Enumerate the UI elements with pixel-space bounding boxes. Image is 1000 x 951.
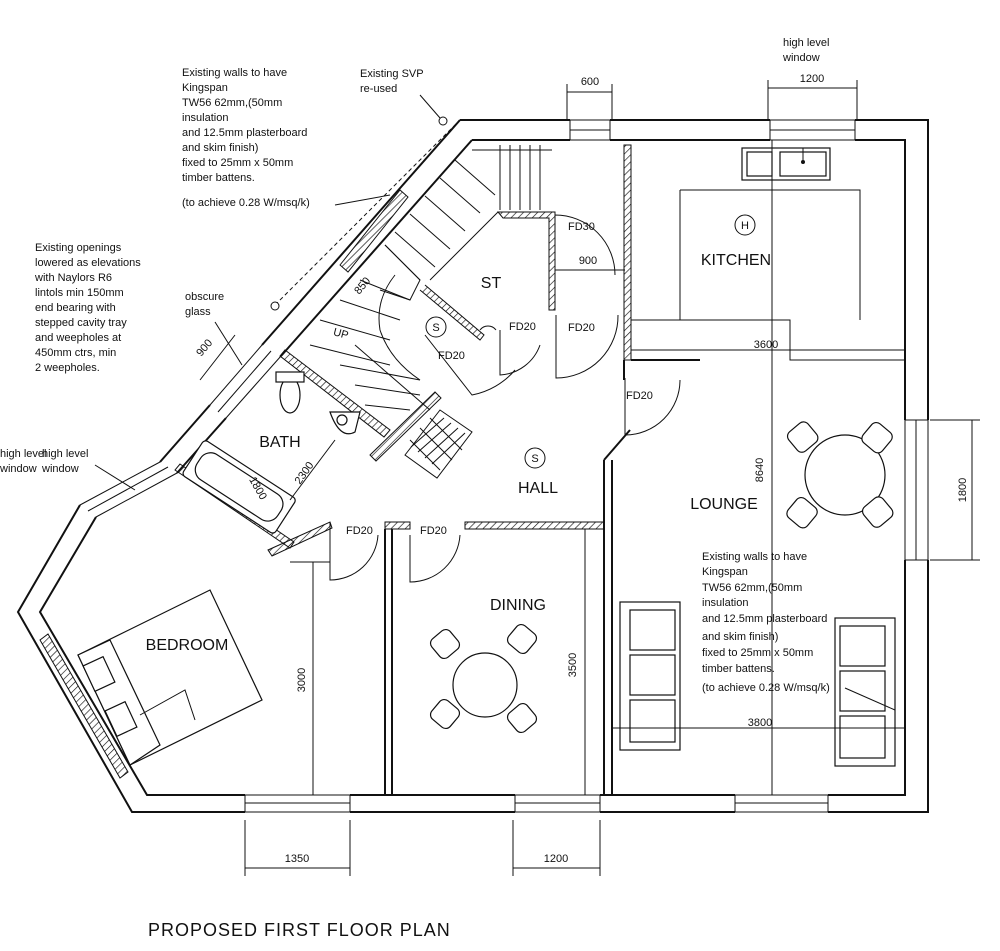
note-left-line: and weepholes at [35, 332, 121, 344]
heater-symbol: H [741, 220, 749, 232]
room-kitchen: KITCHEN [701, 252, 771, 269]
dim-1200-bottom: 1200 [544, 853, 568, 865]
room-bedroom: BEDROOM [146, 637, 229, 654]
door-labels: FD30 FD20 FD20 FD20 FD20 FD20 FD20 [346, 221, 653, 537]
note-right: Existing walls to have Kingspan TW56 62m… [702, 551, 830, 694]
note-top-line: insulation [182, 112, 228, 124]
smoke-alarm-1-circle [425, 316, 447, 338]
room-bath: BATH [259, 434, 300, 451]
note-top-line: and 12.5mm plasterboard [182, 127, 307, 139]
kitchen-fixtures [741, 147, 831, 181]
insulation-strip-bedroom [39, 633, 129, 779]
dining-furniture [429, 623, 538, 734]
room-dining: DINING [490, 597, 546, 614]
note-top-line: Kingspan [182, 82, 228, 94]
stair-landing-steps [404, 409, 473, 479]
note-right-line: and skim finish) [702, 631, 778, 643]
room-st: ST [481, 275, 502, 292]
note-top-line: fixed to 25mm x 50mm [182, 157, 293, 169]
bedroom-furniture [77, 589, 263, 766]
note-top: Existing walls to have Kingspan TW56 62m… [182, 67, 310, 209]
dim-1200-top: 1200 [800, 73, 824, 85]
dim-8640: 8640 [754, 458, 766, 482]
label-high-level-window-top-1: high level [783, 37, 829, 49]
note-right-line: (to achieve 0.28 W/msq/k) [702, 682, 830, 694]
svp-marker-2 [270, 301, 280, 311]
dim-900-window: 900 [194, 337, 215, 359]
door-fd20-kitchen: FD20 [568, 322, 595, 334]
note-left-line: 2 weepholes. [35, 362, 100, 374]
label-re-used: re-used [360, 83, 397, 95]
dim-1350: 1350 [285, 853, 309, 865]
stair-up-label: UP [332, 326, 350, 342]
dim-3800: 3800 [748, 717, 772, 729]
note-left-line: end bearing with [35, 302, 116, 314]
bathroom-fixtures [182, 371, 361, 534]
note-right-line: fixed to 25mm x 50mm [702, 647, 813, 659]
door-fd20-st: FD20 [509, 321, 536, 333]
note-right-line: and 12.5mm plasterboard [702, 613, 827, 625]
symbols: H S S UP [270, 116, 756, 469]
heater-symbol-circle [734, 214, 756, 236]
door-fd20-stair: FD20 [438, 350, 465, 362]
door-fd30: FD30 [568, 221, 595, 233]
dim-600: 600 [581, 76, 599, 88]
svp-marker [438, 116, 448, 126]
dim-3600: 3600 [754, 339, 778, 351]
note-right-line: TW56 62mm,(50mm [702, 582, 802, 594]
label-high-level-2: high level [42, 448, 88, 460]
note-left-line: Existing openings [35, 242, 122, 254]
note-right-line: timber battens. [702, 663, 775, 675]
door-swings [329, 214, 681, 583]
note-top-line: Existing walls to have [182, 67, 287, 79]
smoke-alarm-1: S [432, 322, 439, 334]
note-top-line: timber battens. [182, 172, 255, 184]
outer-walls [16, 119, 929, 813]
drawing-title: PROPOSED FIRST FLOOR PLAN [148, 920, 451, 940]
note-right-line: Kingspan [702, 566, 748, 578]
note-left-line: 450mm ctrs, min [35, 347, 116, 359]
note-left: Existing openings lowered as elevations … [34, 242, 141, 374]
dim-2300: 2300 [293, 460, 317, 487]
label-high-level-window-top-2: window [782, 52, 820, 64]
dim-850: 850 [352, 275, 373, 297]
annotations: high level window high level high level … [0, 37, 896, 711]
note-top-line: TW56 62mm,(50mm [182, 97, 282, 109]
staircase [274, 119, 552, 479]
door-fd20-dining: FD20 [420, 525, 447, 537]
note-left-line: lintols min 150mm [35, 287, 124, 299]
room-hall: HALL [518, 480, 558, 497]
window-panes [79, 119, 929, 813]
dim-1800-right: 1800 [957, 478, 969, 502]
room-lounge: LOUNGE [690, 496, 758, 513]
door-fd20-lounge: FD20 [626, 390, 653, 402]
dim-3500: 3500 [567, 653, 579, 677]
label-high-level-1: high level [0, 448, 46, 460]
label-window-2: window [41, 463, 79, 475]
door-fd20-bath: FD20 [346, 525, 373, 537]
dim-900-st: 900 [579, 255, 597, 267]
note-right-line: Existing walls to have [702, 551, 807, 563]
note-left-line: lowered as elevations [35, 257, 141, 269]
label-window-1: window [0, 463, 37, 475]
label-existing-svp: Existing SVP [360, 68, 424, 80]
room-labels: KITCHEN ST BATH HALL LOUNGE DINING BEDRO… [146, 252, 771, 654]
note-left-line: stepped cavity tray [35, 317, 127, 329]
lounge-furniture [619, 421, 896, 767]
label-obscure: obscure [185, 291, 224, 303]
internal-walls [174, 144, 905, 795]
note-right-line: insulation [702, 597, 748, 609]
dim-3000: 3000 [296, 668, 308, 692]
insulation-strip-top-diag [339, 189, 409, 273]
label-glass: glass [185, 306, 211, 318]
smoke-alarm-2: S [531, 453, 538, 465]
note-top-line: and skim finish) [182, 142, 258, 154]
note-top-line: (to achieve 0.28 W/msq/k) [182, 197, 310, 209]
note-left-line: with Naylors R6 [34, 272, 112, 284]
smoke-alarm-2-circle [524, 447, 546, 469]
